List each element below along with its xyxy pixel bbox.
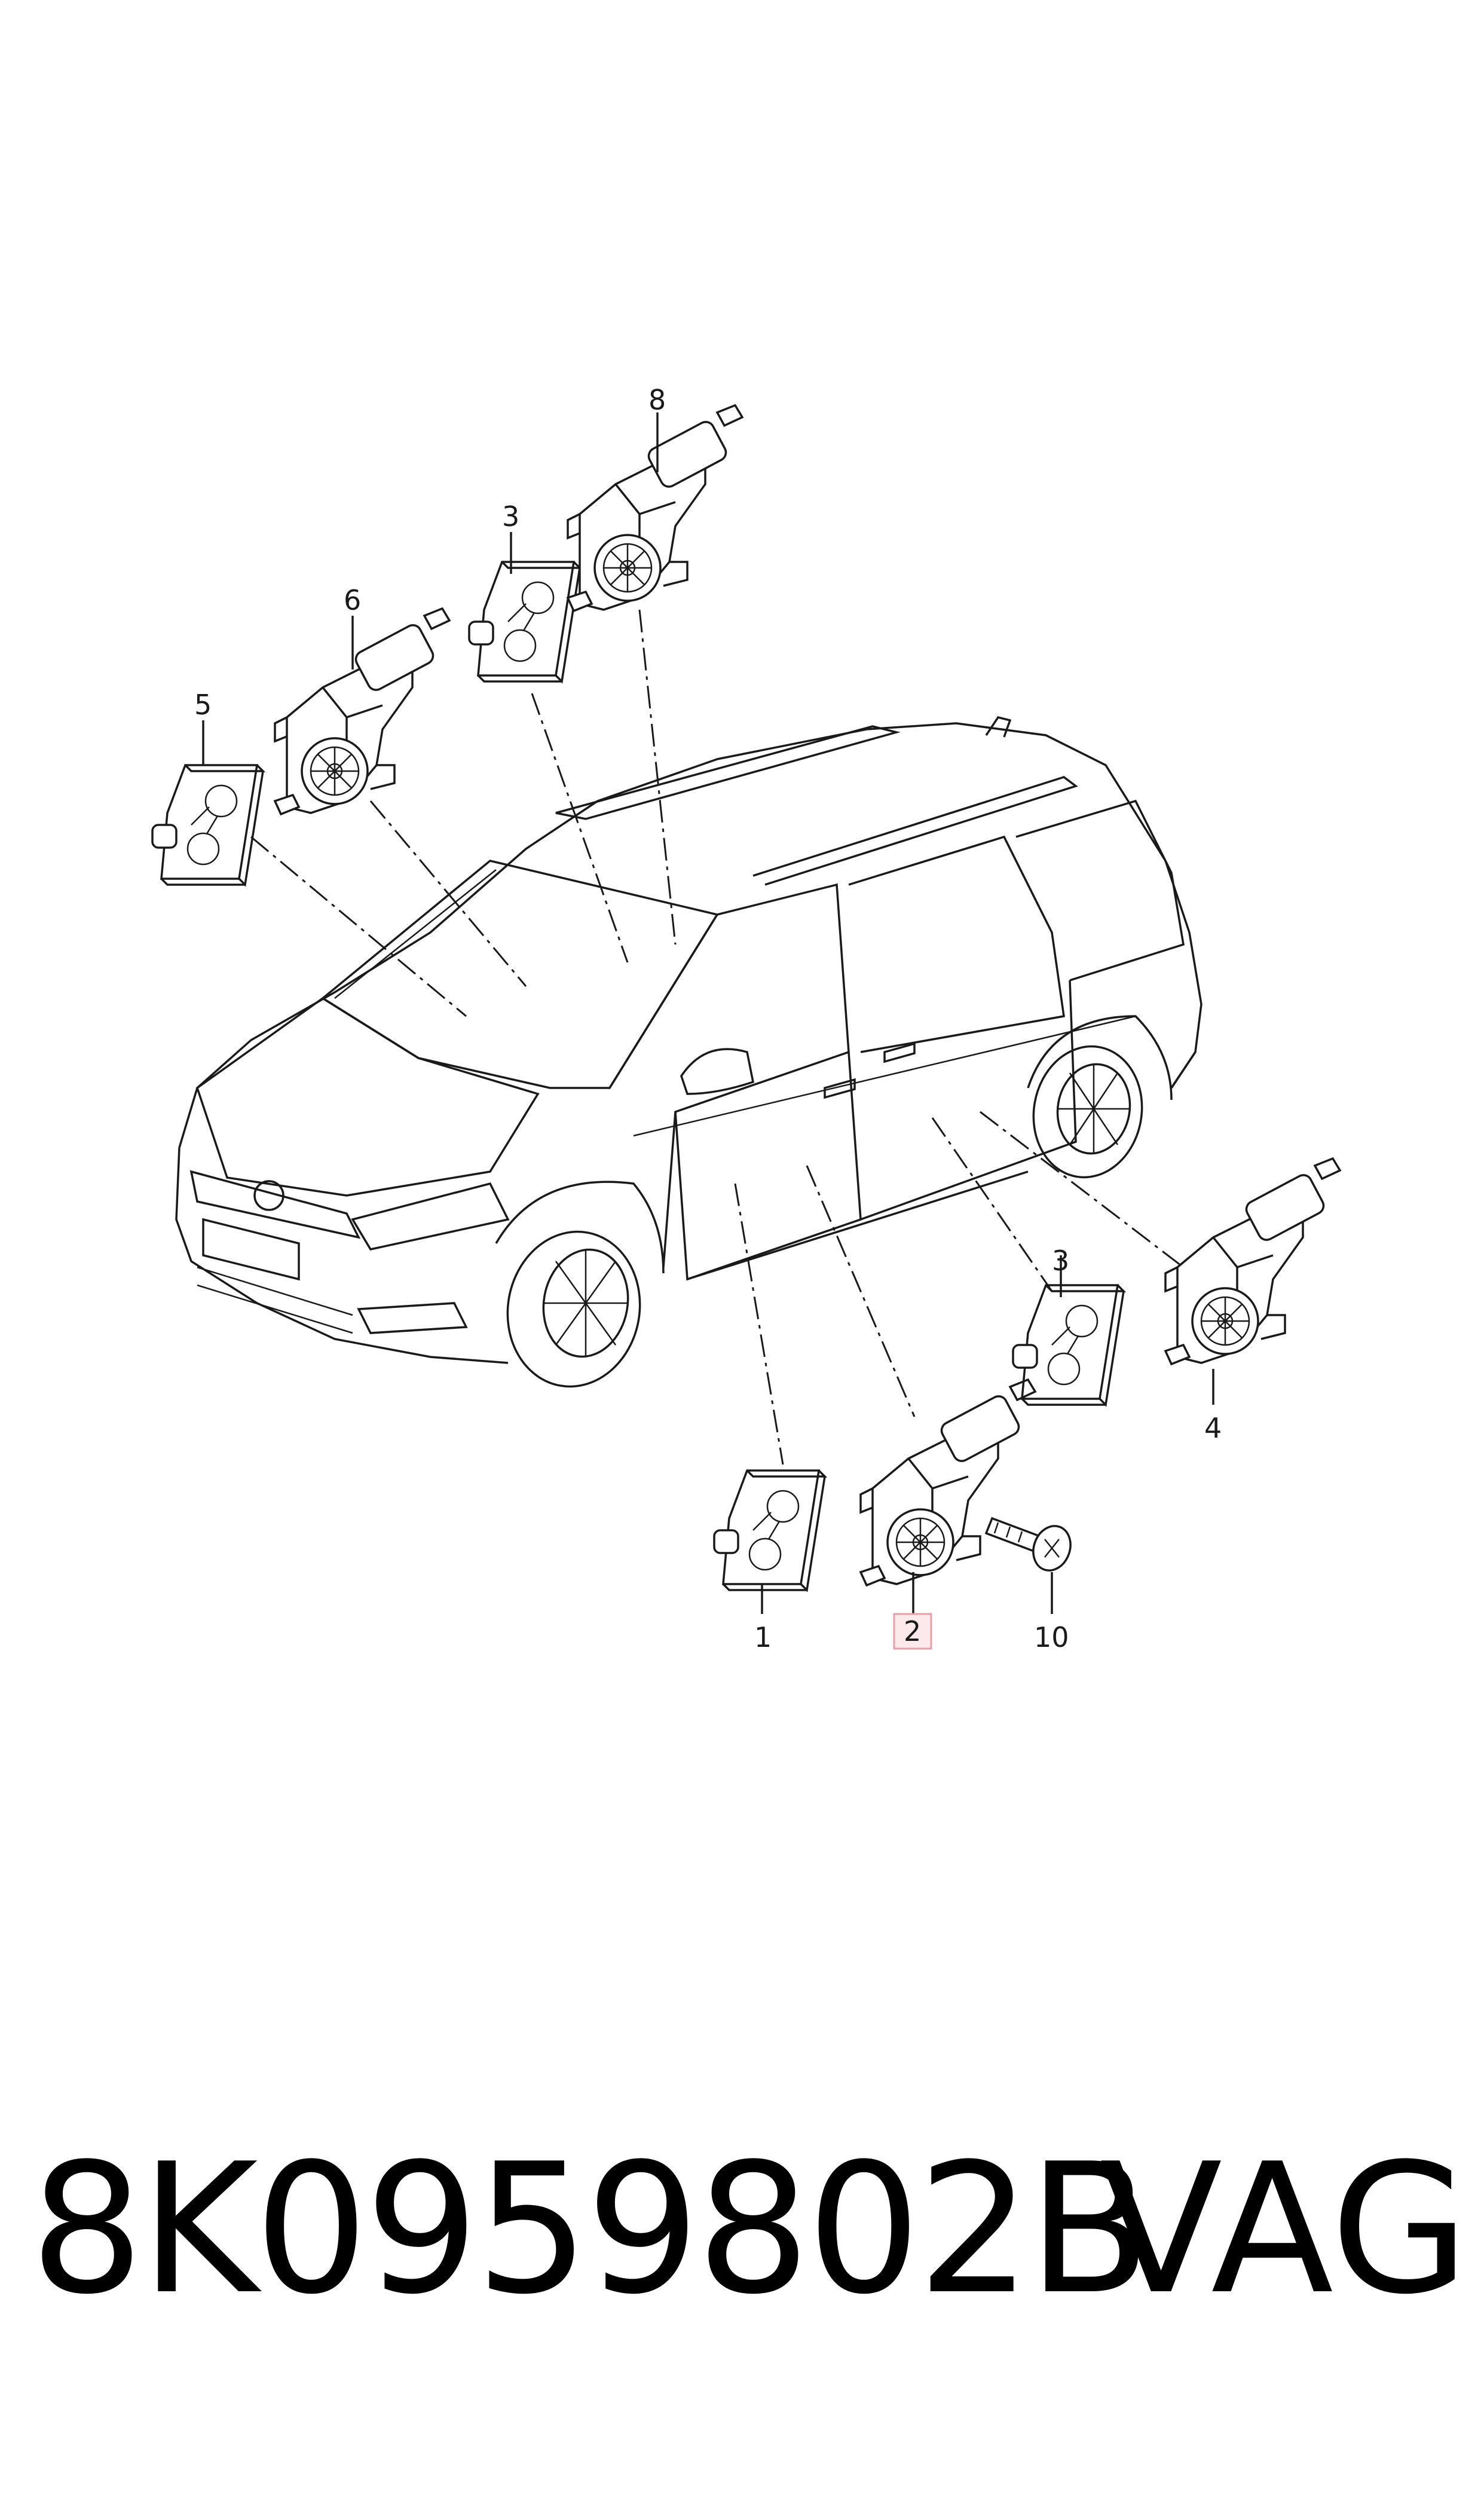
motor-8 [567,404,743,612]
brand-name: VAG [1100,2125,1470,2334]
vehicle-outline [175,716,1203,1388]
callout-3-lower: 3 [1052,1245,1069,1277]
leader-lines [202,412,1214,1614]
motor-6 [274,607,451,815]
module-1 [713,1469,826,1591]
screw-10 [984,1517,1072,1572]
module-5 [151,764,264,886]
callout-6: 6 [344,584,361,616]
callout-8: 8 [648,384,666,416]
callout-2: 2 [904,1615,921,1647]
callout-10: 10 [1034,1621,1069,1653]
callout-1: 1 [754,1621,772,1653]
motor-4 [1164,1157,1341,1365]
module-3-lower [1012,1284,1125,1406]
module-3-upper [468,561,581,683]
part-number: 8K0959802B [30,2125,1151,2334]
footer: 8K0959802B VAG [0,2128,1484,2379]
callout-5: 5 [194,689,212,721]
motor-2 [859,1378,1036,1586]
callout-3-upper: 3 [502,500,519,533]
callout-2-highlight [893,1613,932,1650]
callout-4: 4 [1204,1412,1222,1444]
